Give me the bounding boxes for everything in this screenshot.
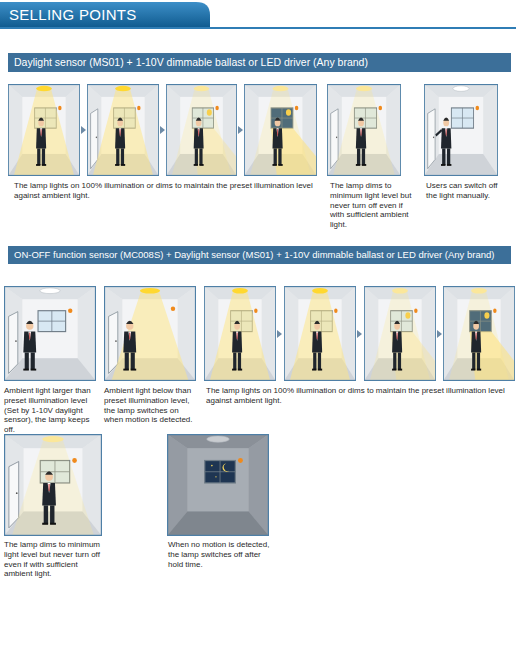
caption: Ambient light below than preset illumina…: [104, 386, 198, 425]
page-title: SELLING POINTS: [9, 6, 137, 23]
caption: The lamp dims to minimum light level but…: [330, 181, 414, 230]
section-heading: ON-OFF function sensor (MC008S) + Daylig…: [14, 249, 505, 261]
caption: When no motion is detected, the lamp swi…: [168, 540, 272, 569]
caption: Users can switch off the light manually.: [426, 181, 510, 201]
title-tab: [0, 2, 210, 28]
room-illustrations: [4, 84, 515, 536]
section-band: Daylight sensor (MS01) + 1-10V dimmable …: [8, 53, 511, 72]
sequence-arrows: [81, 126, 442, 338]
caption: The lamp dims to minimum light level but…: [4, 540, 102, 579]
section-band: ON-OFF function sensor (MC008S) + Daylig…: [8, 246, 511, 264]
caption: The lamp lights on 100% illumination or …: [14, 181, 314, 201]
title-rule: [0, 27, 516, 29]
caption: The lamp lights on 100% illumination or …: [206, 386, 506, 406]
caption: Ambient light larger than preset illumin…: [4, 386, 98, 435]
section-heading: Daylight sensor (MS01) + 1-10V dimmable …: [14, 56, 505, 69]
